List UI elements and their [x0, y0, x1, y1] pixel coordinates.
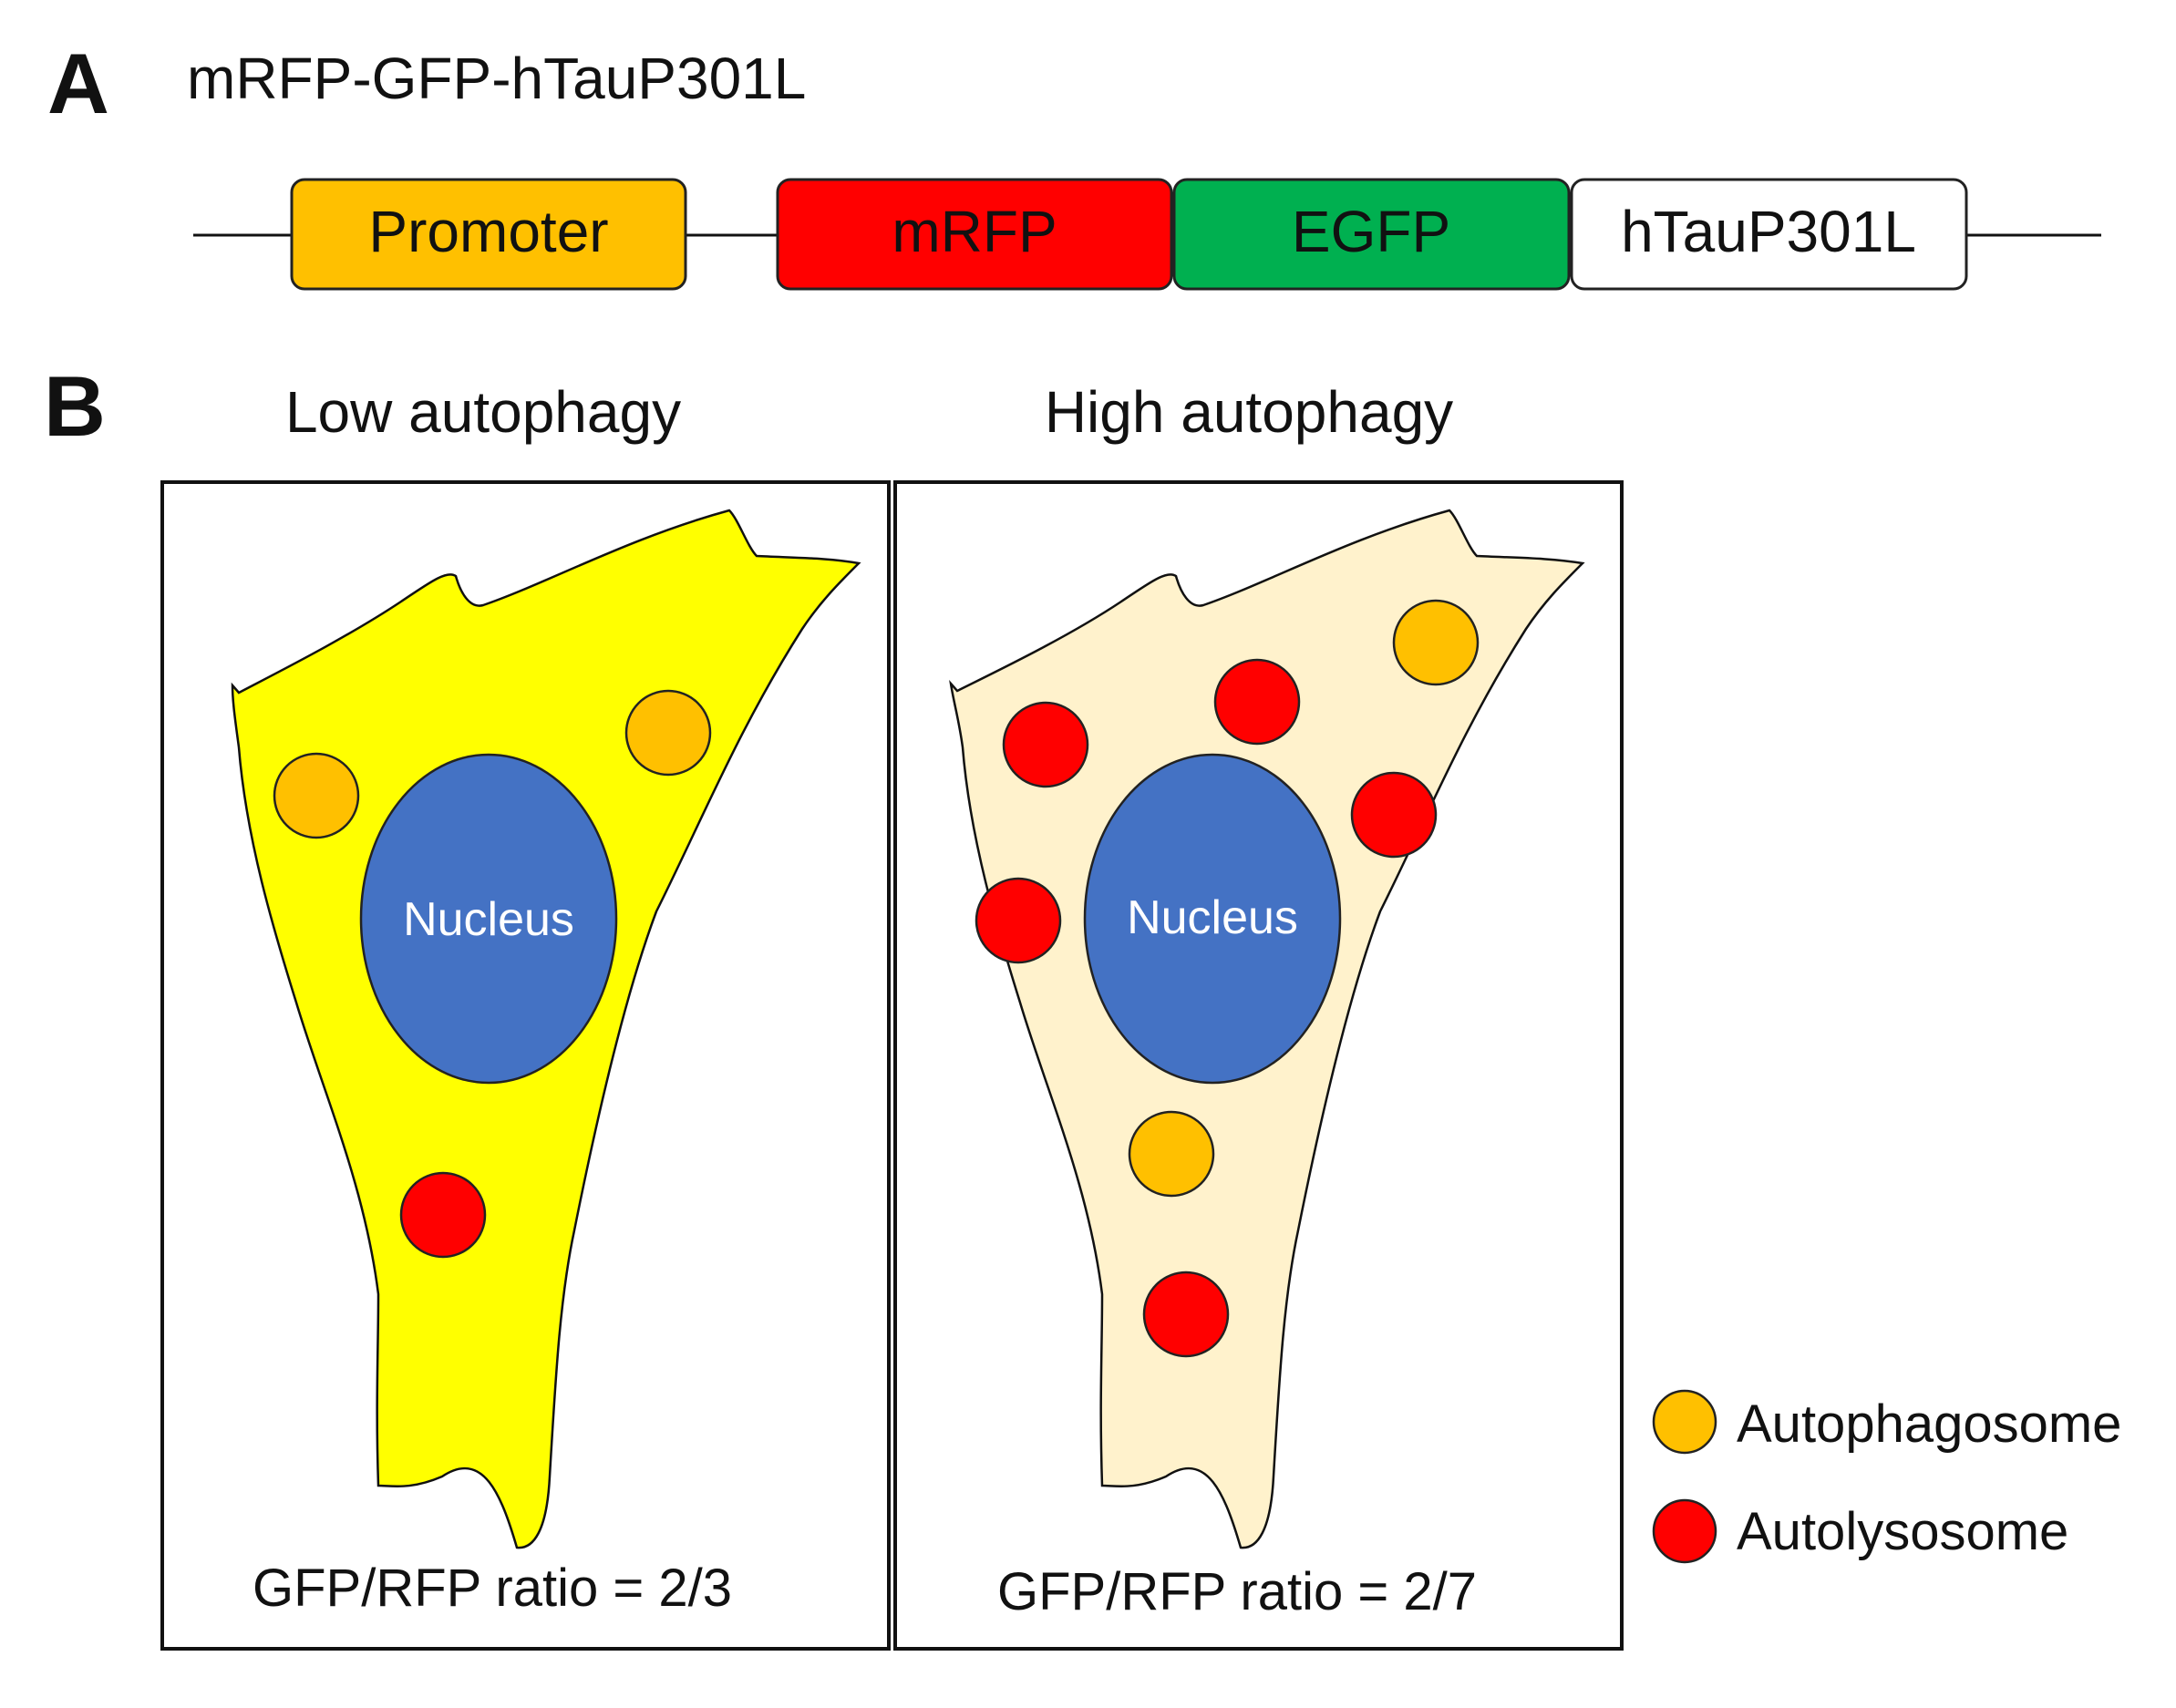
- autolysosome-high-1: [1002, 701, 1089, 788]
- segment-promoter: Promoter: [290, 178, 687, 291]
- nucleus-low: [359, 753, 618, 1085]
- construct-title: mRFP-GFP-hTauP301L: [187, 46, 806, 111]
- cell-title-low: Low autophagy: [285, 379, 681, 445]
- segment-promoter-label: Promoter: [368, 199, 608, 264]
- segment-promoter-box: [290, 178, 687, 291]
- autolysosome-high-3: [1350, 771, 1438, 859]
- autophagosome-low-2: [624, 689, 712, 777]
- segment-htaup301l-label: hTauP301L: [1621, 199, 1916, 264]
- autolysosome-high-5: [1142, 1271, 1230, 1358]
- autophagosome-low-1: [273, 752, 360, 839]
- nucleus-label-high: Nucleus: [1127, 891, 1298, 944]
- nucleus-high: [1083, 753, 1342, 1085]
- ratio-high: GFP/RFP ratio = 2/7: [997, 1562, 1477, 1621]
- segment-mrfp-box: [776, 178, 1173, 291]
- nucleus-label-low: Nucleus: [403, 893, 574, 946]
- autolysosome-low-1: [399, 1171, 487, 1259]
- segment-egfp-box: [1172, 178, 1571, 291]
- legend-autophagosome-swatch: [1652, 1389, 1717, 1455]
- autolysosome-high-2: [1213, 658, 1301, 746]
- segment-egfp: EGFP: [1172, 178, 1571, 291]
- cell-panel-high: Nucleus GFP/RFP ratio = 2/7: [893, 480, 1624, 1651]
- segment-egfp-label: EGFP: [1292, 199, 1450, 264]
- construct-map: Promoter mRFP EGFP hTauP301L: [193, 178, 2101, 291]
- autophagosome-high-2: [1128, 1110, 1215, 1198]
- legend-autolysosome-label: Autolysosome: [1737, 1502, 2068, 1561]
- segment-mrfp-label: mRFP: [892, 199, 1057, 264]
- panel-b-letter: B: [44, 358, 106, 454]
- cell-title-high: High autophagy: [1045, 379, 1453, 445]
- segment-htaup301l-box: [1570, 178, 1968, 291]
- segment-mrfp: mRFP: [776, 178, 1173, 291]
- autolysosome-high-4: [975, 877, 1062, 964]
- legend: Autophagosome Autolysosome: [1652, 1389, 2121, 1564]
- autophagosome-high-1: [1392, 599, 1480, 686]
- panel-a-letter: A: [47, 36, 109, 131]
- legend-autophagosome-label: Autophagosome: [1737, 1394, 2121, 1454]
- ratio-low: GFP/RFP ratio = 2/3: [253, 1559, 732, 1618]
- legend-autolysosome-swatch: [1652, 1498, 1717, 1564]
- segment-htaup301l: hTauP301L: [1570, 178, 1968, 291]
- cell-panel-low: Nucleus GFP/RFP ratio = 2/3: [160, 480, 891, 1651]
